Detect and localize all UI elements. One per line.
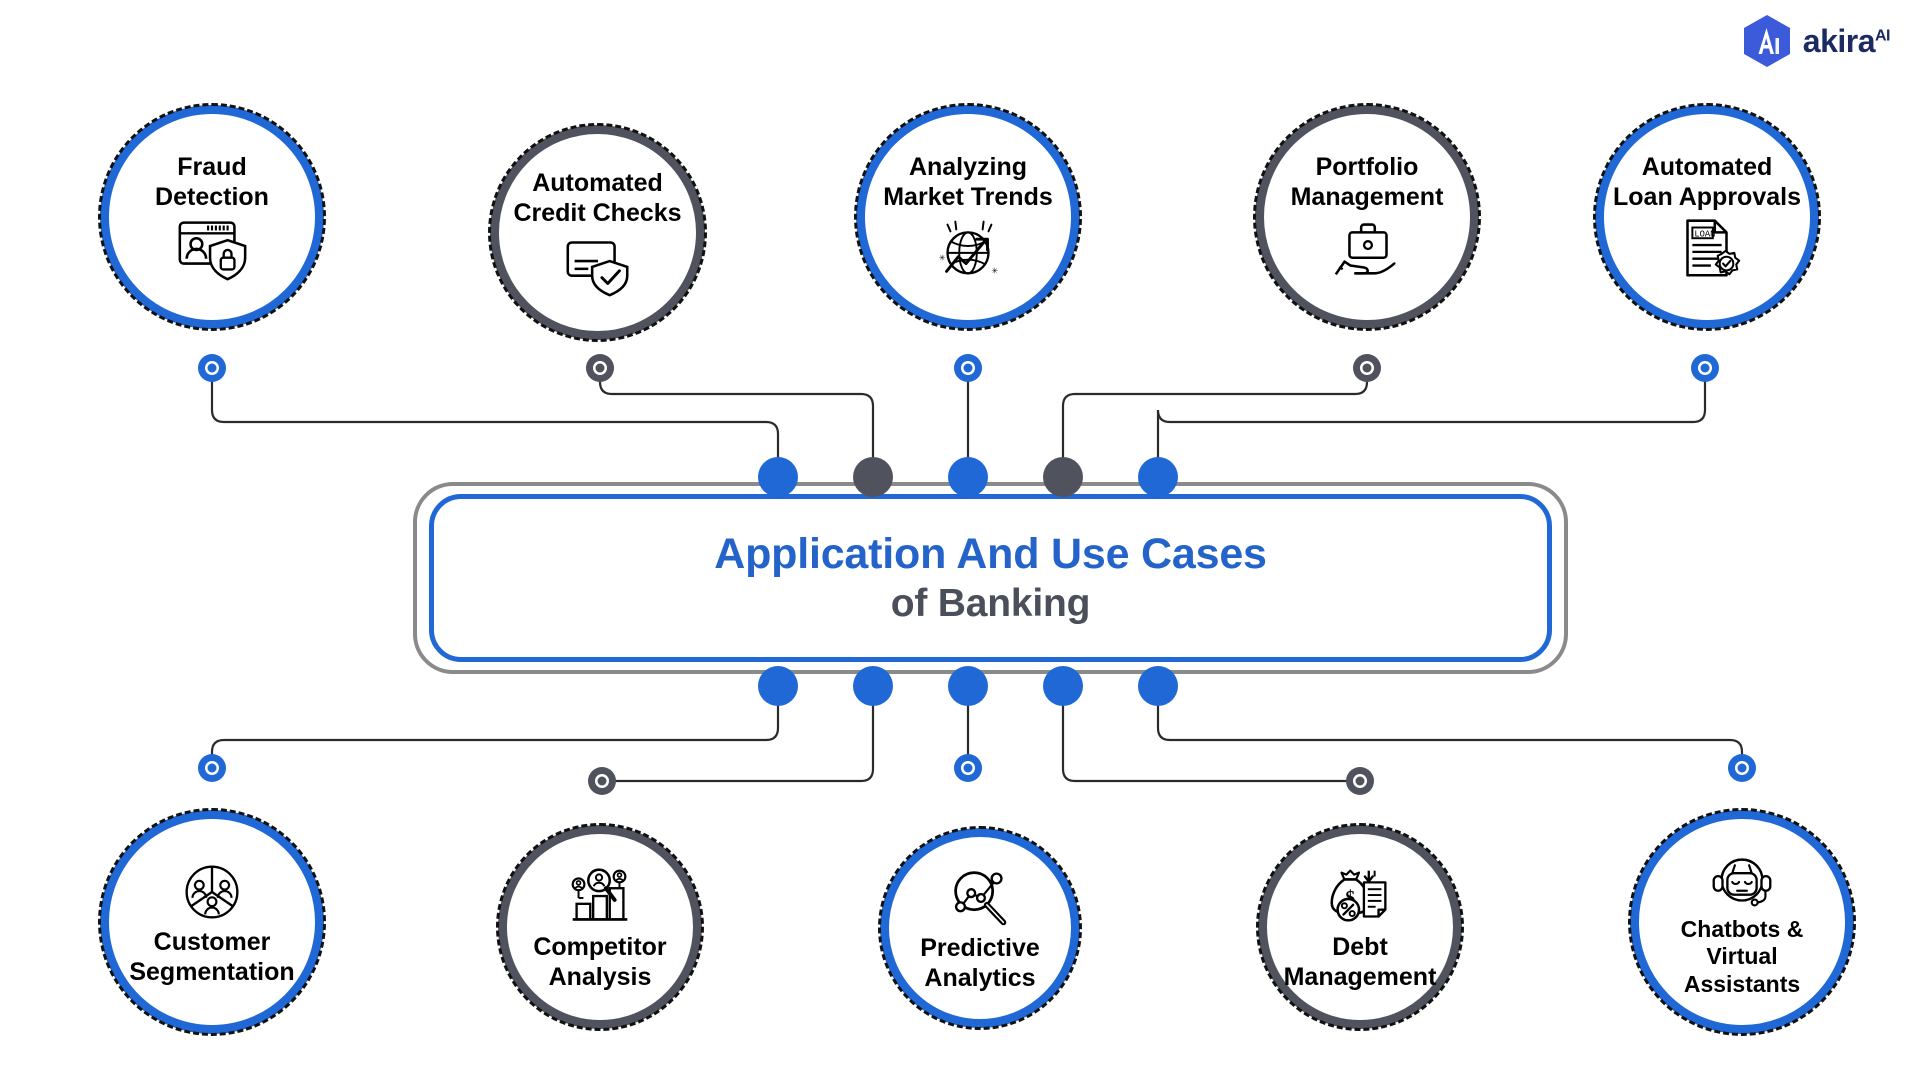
box-dot-bottom-3 [948, 666, 988, 706]
money-bag-percent-document-icon: $ [1330, 869, 1387, 922]
dashed-ring [1593, 103, 1821, 331]
akira-hexagon-logo-icon [1741, 14, 1793, 68]
wire-chatbots-virtual-assistants [1156, 686, 1744, 768]
hand-briefcase-icon [1334, 223, 1396, 276]
dashed-ring [1628, 808, 1856, 1036]
magnifier-network-nodes-icon [954, 871, 1007, 926]
wire-automated-credit-checks [598, 368, 875, 477]
brand-superscript: AI [1875, 27, 1891, 45]
dashed-ring [878, 826, 1082, 1030]
svg-text:LOAN: LOAN [1694, 229, 1715, 239]
node-ring-dots [198, 354, 1756, 795]
brand-name: akira [1802, 23, 1876, 59]
loan-document-seal-icon: LOAN [1686, 219, 1741, 277]
center-card[interactable]: Application And Use Cases of Banking [429, 494, 1552, 662]
box-dot-bottom-4 [1043, 666, 1083, 706]
dashed-ring [854, 103, 1082, 331]
box-dot-top-5 [1138, 457, 1178, 497]
globe-trend-arrow-icon: ✳ ✳ [939, 220, 998, 275]
box-dot-top-1 [758, 457, 798, 497]
wire-automated-loan-approvals [1156, 368, 1707, 477]
dashed-ring [488, 123, 707, 342]
dashed-ring [98, 103, 326, 331]
wire-fraud-detection [210, 368, 780, 477]
center-title-line1: Application And Use Cases [714, 529, 1267, 578]
center-title-line2: of Banking [890, 582, 1091, 626]
dashed-ring [98, 808, 326, 1036]
people-bar-chart-magnifier-icon [571, 868, 628, 921]
box-dot-bottom-2 [853, 666, 893, 706]
dashed-ring [496, 823, 704, 1031]
credit-card-check-shield-icon [566, 240, 629, 297]
akira-ai-logo[interactable]: akiraAI [1741, 14, 1891, 68]
box-dot-top-4 [1043, 457, 1083, 497]
akira-wordmark: akiraAI [1802, 23, 1891, 59]
wire-debt-management [1061, 686, 1360, 783]
box-dot-bottom-1 [758, 666, 798, 706]
box-dot-top-2 [853, 457, 893, 497]
wire-competitor-analysis [602, 686, 875, 783]
dashed-ring [1256, 823, 1464, 1031]
box-dot-top-3 [948, 457, 988, 497]
wire-portfolio-management [1061, 368, 1369, 477]
svg-text:✳: ✳ [939, 254, 946, 263]
id-card-lock-shield-icon [178, 221, 247, 281]
dashed-ring [1253, 103, 1481, 331]
wire-customer-segmentation [210, 686, 780, 768]
box-dot-bottom-5 [1138, 666, 1178, 706]
headset-robot-icon [1712, 857, 1772, 907]
segmented-people-circle-icon [185, 865, 239, 919]
svg-text:✳: ✳ [991, 266, 998, 275]
